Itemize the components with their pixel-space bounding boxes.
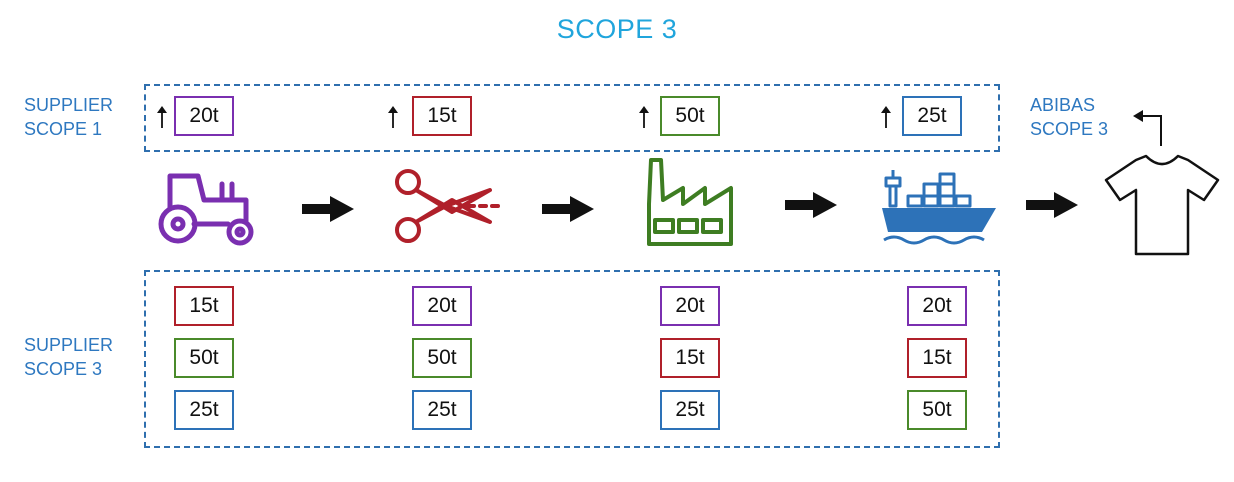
scope3-tag-farm-3: 25t [174, 390, 234, 430]
scope3-tag-shipping-2: 15t [907, 338, 967, 378]
flow-arrow-icon [1026, 192, 1078, 218]
scope3-tag-shipping-3: 50t [907, 390, 967, 430]
cargo-ship-icon [882, 170, 996, 245]
diagram-title: SCOPE 3 [556, 14, 678, 44]
tshirt-icon [1104, 154, 1220, 256]
scope3-tag-cutting-1: 20t [412, 286, 472, 326]
flow-arrow-icon [542, 196, 594, 222]
flow-arrow-icon [302, 196, 354, 222]
up-arrow-icon [157, 106, 167, 128]
scope1-dashed-box [144, 84, 1000, 152]
supplier-scope3-label-line2: SCOPE 3 [24, 359, 103, 379]
up-arrow-icon [881, 106, 891, 128]
flow-arrow-icon [785, 192, 837, 218]
supplier-scope1-label-line1: SUPPLIER [24, 95, 114, 115]
scope3-tag-farm-1: 15t [174, 286, 234, 326]
scope1-tag-shipping: 25t [902, 96, 962, 136]
scope3-dashed-box [144, 270, 1000, 448]
tractor-icon [158, 173, 254, 246]
return-arrow-icon [1133, 110, 1162, 146]
supplier-scope3-label-line1: SUPPLIER [24, 335, 114, 355]
up-arrow-icon [388, 106, 398, 128]
scope3-tag-factory-2: 15t [660, 338, 720, 378]
scope3-tag-farm-2: 50t [174, 338, 234, 378]
scope3-tag-shipping-1: 20t [907, 286, 967, 326]
scope1-tag-factory: 50t [660, 96, 720, 136]
supplier-scope1-label-line2: SCOPE 1 [24, 119, 103, 139]
scope3-tag-factory-1: 20t [660, 286, 720, 326]
supplier-scope1-label: SUPPLIER SCOPE 1 [24, 93, 113, 141]
scope3-tag-factory-3: 25t [660, 390, 720, 430]
abibas-scope3-label-line1: ABIBAS [1030, 95, 1096, 115]
scope3-tag-cutting-2: 50t [412, 338, 472, 378]
scope1-tag-cutting: 15t [412, 96, 472, 136]
supplier-scope3-label: SUPPLIER SCOPE 3 [24, 333, 113, 381]
up-arrow-icon [639, 106, 649, 128]
abibas-scope3-label-line2: SCOPE 3 [1030, 119, 1109, 139]
scope3-tag-cutting-3: 25t [412, 390, 472, 430]
abibas-scope3-label: ABIBAS SCOPE 3 [1030, 93, 1108, 141]
scissors-icon [395, 169, 500, 243]
scope1-tag-farm: 20t [174, 96, 234, 136]
factory-icon [647, 158, 733, 246]
